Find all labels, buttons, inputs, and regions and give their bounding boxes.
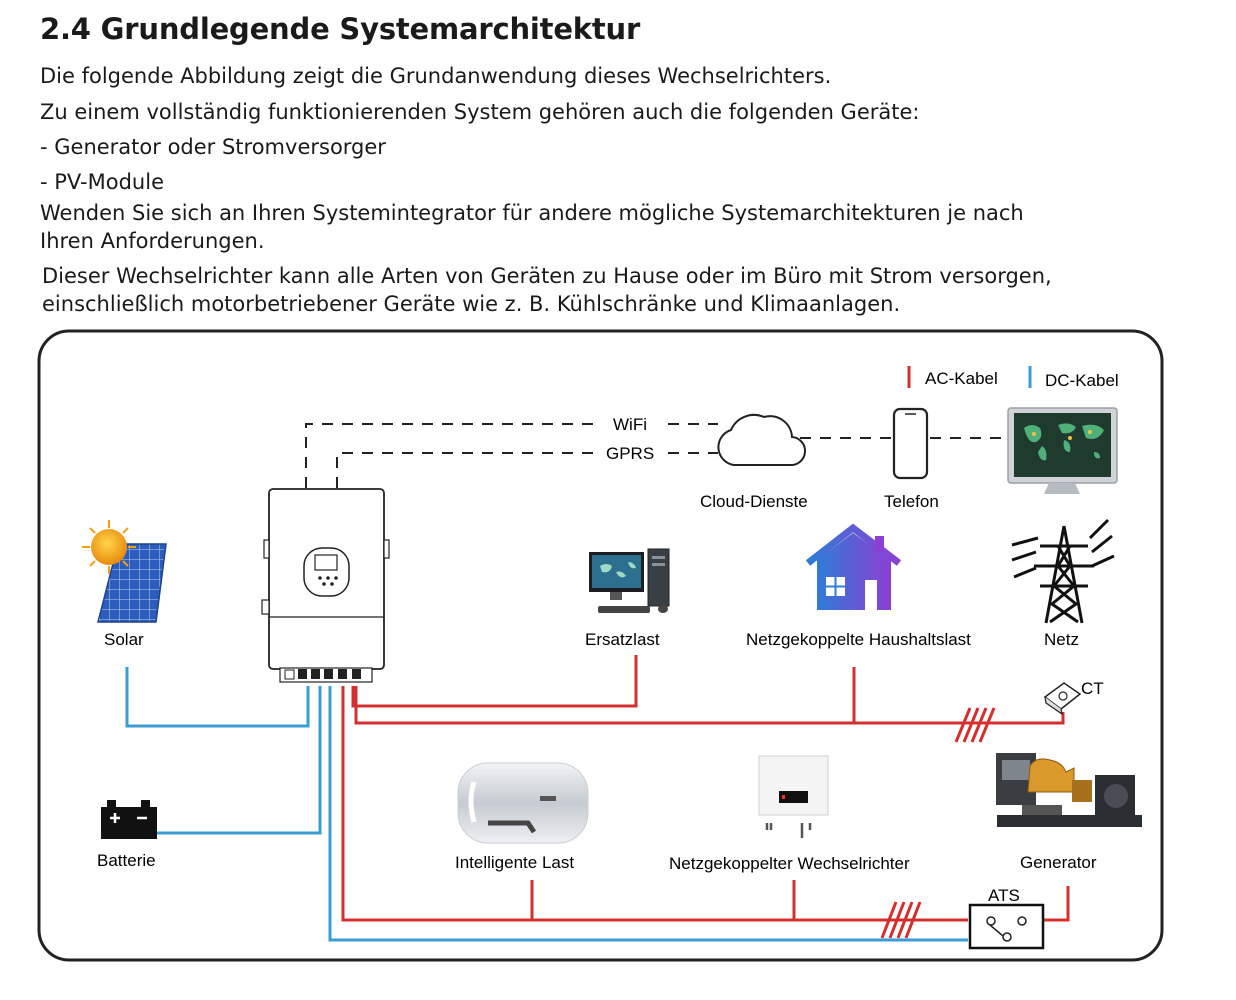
requirement-generator: - Generator oder Stromversorger [40, 135, 386, 159]
grid-tie-inverter-icon [758, 755, 829, 838]
legend-ac-label: AC-Kabel [925, 369, 998, 388]
ct-clamp-icon [1043, 682, 1082, 716]
wifi-label: WiFi [613, 415, 647, 434]
inverter-icon [261, 488, 390, 683]
gprs-label: GPRS [606, 444, 654, 463]
ats-switch-icon [968, 903, 1045, 950]
generator-icon [996, 753, 1142, 827]
legend-dc-label: DC-Kabel [1045, 371, 1119, 390]
grid-label: Netz [1044, 630, 1079, 649]
ac-cables [341, 655, 1070, 939]
solar-label: Solar [104, 630, 144, 649]
ats-label: ATS [988, 886, 1020, 905]
requirement-pv: - PV-Module [40, 170, 164, 194]
ongrid-inverter-label: Netzgekoppelter Wechselrichter [669, 854, 910, 873]
intro-line-5: Wenden Sie sich an Ihren Systemintegrato… [40, 201, 1024, 225]
monitor-icon [1007, 407, 1118, 494]
backup-load-label: Ersatzlast [585, 630, 660, 649]
intro-line-6: Ihren Anforderungen. [40, 229, 265, 253]
solar-panel-icon [82, 520, 167, 623]
generator-label: Generator [1020, 853, 1097, 872]
dc-cables [125, 667, 968, 942]
phone-label: Telefon [884, 492, 939, 511]
ct-label: CT [1081, 679, 1104, 698]
computer-icon [589, 548, 670, 613]
intro-line-2: Zu einem vollständig funktionierenden Sy… [40, 100, 920, 124]
phone-icon [892, 407, 929, 480]
intro-line-1: Die folgende Abbildung zeigt die Grundan… [40, 64, 832, 88]
home-load-label: Netzgekoppelte Haushaltslast [746, 630, 971, 649]
smart-load-label: Intelligente Last [455, 853, 574, 872]
power-tower-icon [1011, 518, 1115, 624]
cloud-icon [717, 413, 807, 467]
communication-lines [305, 423, 1008, 488]
legend: AC-Kabel DC-Kabel [907, 366, 1119, 390]
section-heading: 2.4 Grundlegende Systemarchitektur [40, 12, 641, 46]
water-heater-icon [457, 762, 589, 844]
usage-line-1: Dieser Wechselrichter kann alle Arten vo… [42, 264, 1052, 288]
battery-icon [101, 800, 157, 839]
house-icon [805, 523, 902, 610]
battery-label: Batterie [97, 851, 156, 870]
cloud-label: Cloud-Dienste [700, 492, 808, 511]
diagram-frame [37, 329, 1164, 962]
usage-line-2: einschließlich motorbetriebener Geräte w… [42, 292, 901, 316]
